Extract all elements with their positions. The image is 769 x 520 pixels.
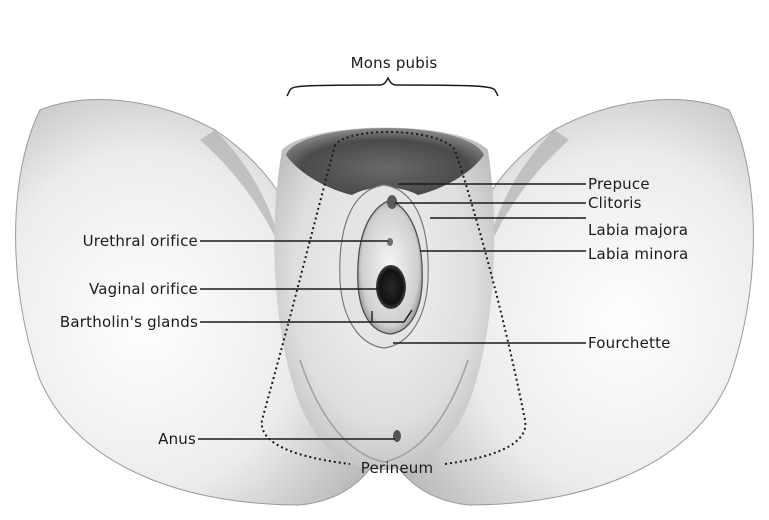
urethral-orifice [387,238,393,246]
label-fourchette: Fourchette [588,334,671,352]
mons-pubis-bracket [287,78,498,96]
label-prepuce: Prepuce [588,175,650,193]
label-labia-minora: Labia minora [588,245,688,263]
clitoris [387,195,397,209]
label-labia-majora: Labia majora [588,221,688,239]
label-urethral-orifice: Urethral orifice [83,232,198,250]
label-bartholins-glands: Bartholin's glands [60,313,198,331]
label-clitoris: Clitoris [588,194,642,212]
anus [393,430,401,442]
label-perineum: Perineum [361,459,434,477]
label-vaginal-orifice: Vaginal orifice [89,280,198,298]
illustration [16,100,754,505]
vaginal-orifice [376,265,406,309]
label-anus: Anus [158,430,196,448]
label-mons-pubis: Mons pubis [351,54,438,72]
